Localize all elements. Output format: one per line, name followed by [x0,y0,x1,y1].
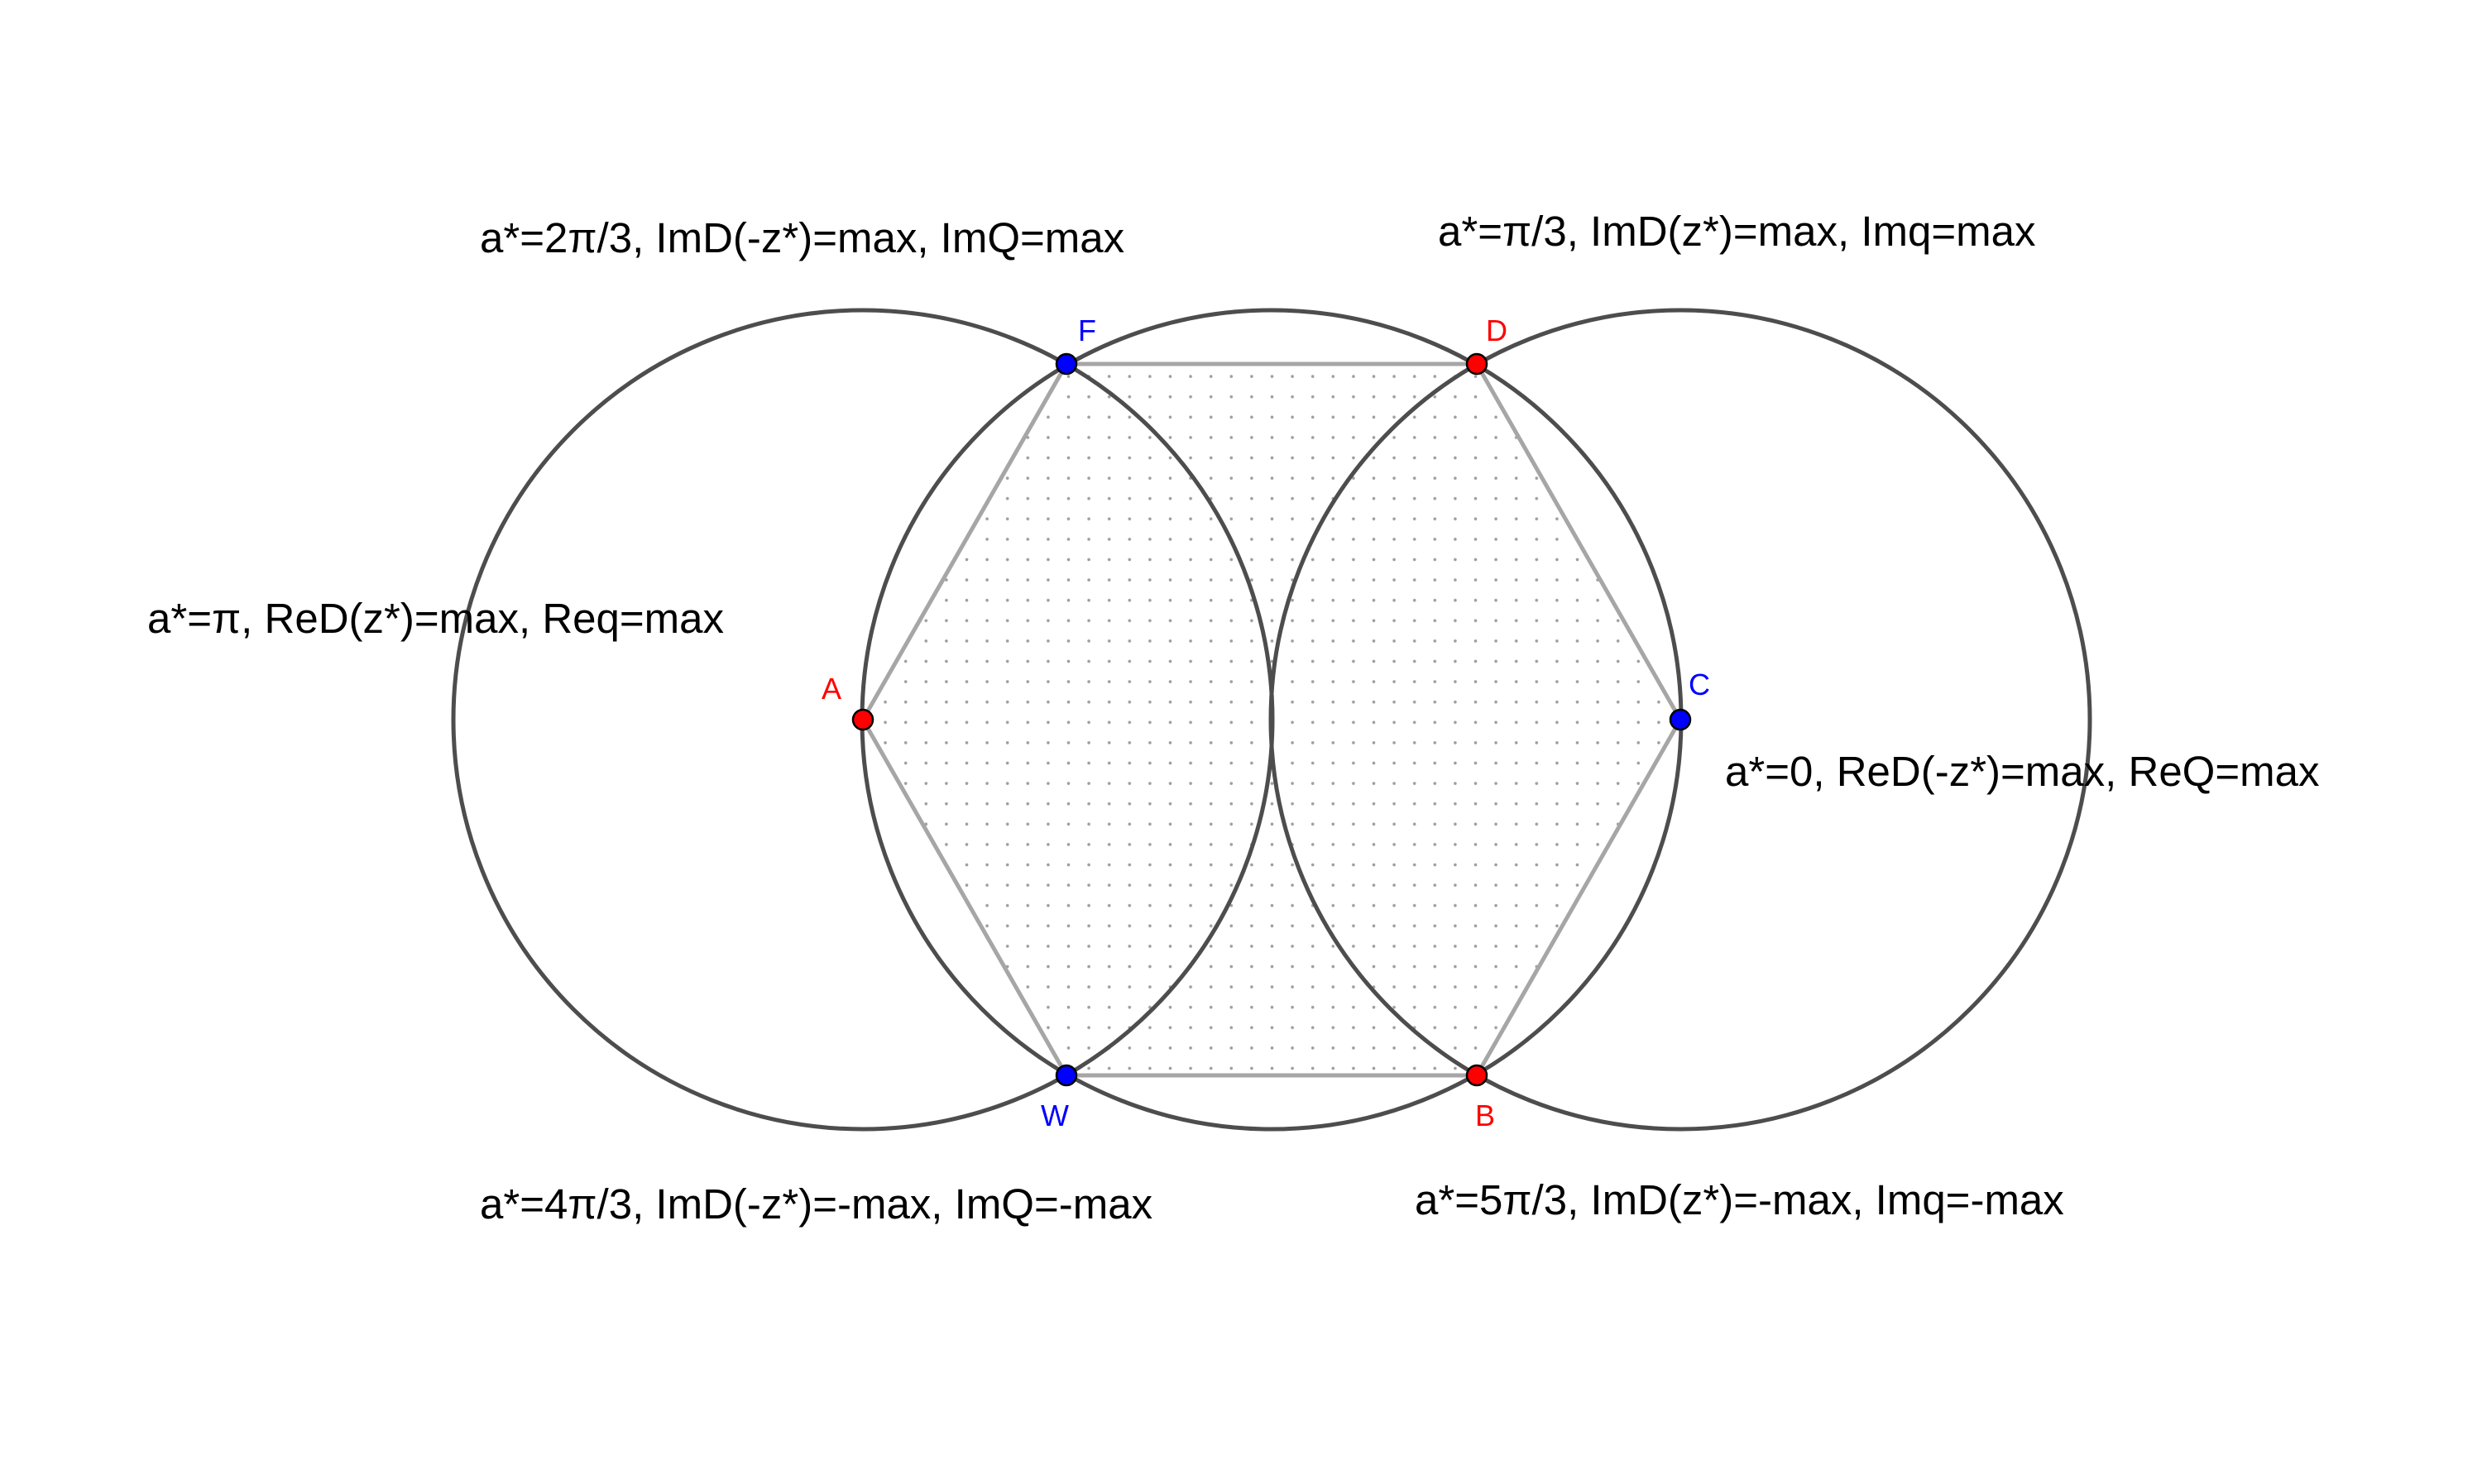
point-A [851,708,874,731]
point-W [1055,1064,1078,1087]
point-C [1669,708,1692,731]
point-label-C: C [1689,668,1710,701]
right-circle [1268,308,2092,1132]
annotation-A: a*=π, ReD(z*)=max, Req=max [147,595,724,642]
point-D [1465,352,1488,376]
annotation-W: a*=4π/3, ImD(-z*)=-max, ImQ=-max [480,1180,1152,1228]
point-label-F: F [1078,314,1096,347]
annotation-B: a*=5π/3, ImD(z*)=-max, Imq=-max [1415,1176,2064,1223]
point-label-W: W [1041,1099,1069,1132]
point-F [1055,352,1078,376]
point-label-D: D [1486,314,1507,347]
point-label-A: A [822,672,841,706]
annotation-F: a*=2π/3, ImD(-z*)=max, ImQ=max [480,214,1124,261]
point-label-B: B [1475,1099,1495,1132]
annotation-D: a*=π/3, ImD(z*)=max, Imq=max [1438,208,2035,255]
annotation-C: a*=0, ReD(-z*)=max, ReQ=max [1725,748,2319,795]
point-B [1465,1064,1488,1087]
